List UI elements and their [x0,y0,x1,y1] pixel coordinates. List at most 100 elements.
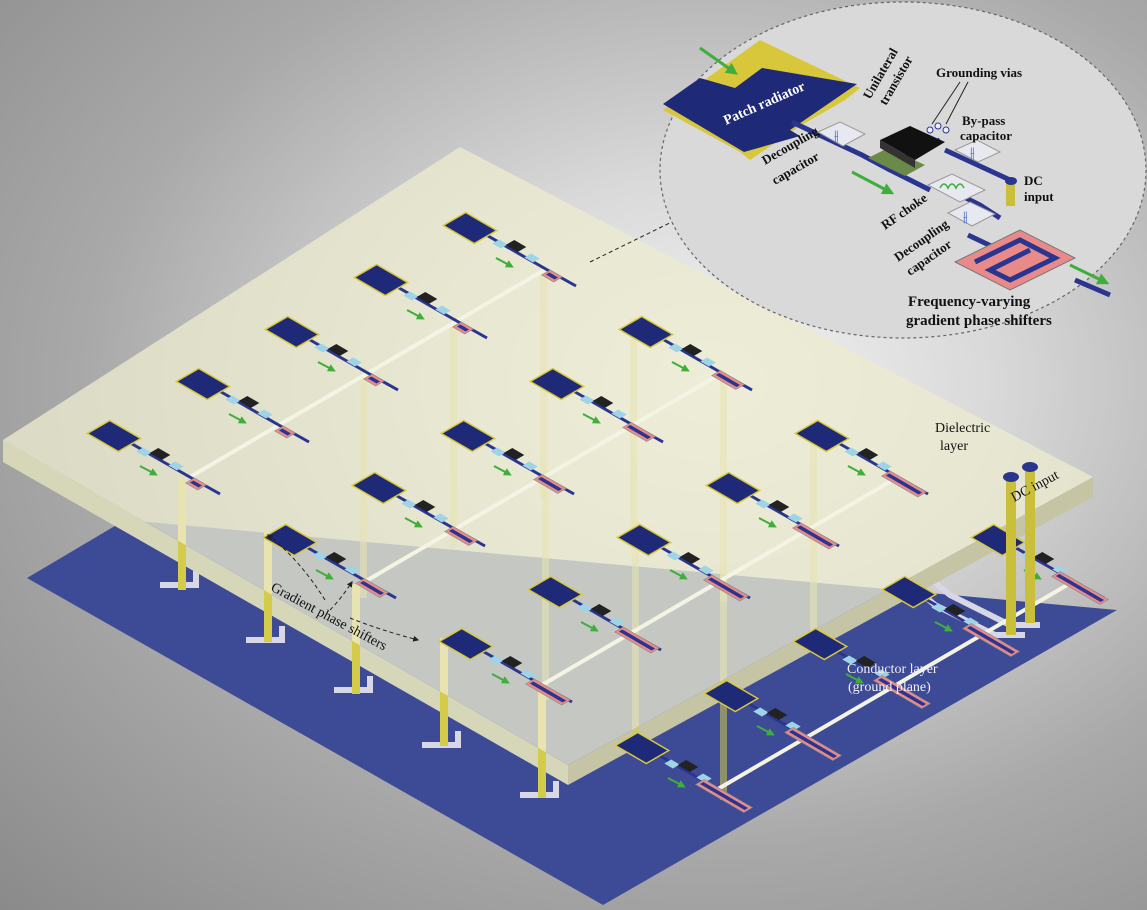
patch-radiator [791,627,849,661]
patch-radiator [437,627,495,661]
bypass-capacitor [344,565,360,575]
patch-radiator [439,419,497,453]
decoupling-capacitor [753,707,769,717]
bypass-capacitor [522,461,538,471]
bypass-capacitor [611,409,627,419]
array-cell-r3-c2 [704,471,840,550]
inset-phase-shifter-trace [973,237,1061,283]
inset-dc-via-top [1005,177,1017,185]
array-cell-r1-c3 [702,679,842,761]
phase-shifter-trace [368,376,380,384]
phase-shifter-trace [279,428,291,436]
transistor [768,500,790,512]
transistor [327,344,349,356]
array-cell-r3-c0 [352,263,488,340]
bypass-capacitor [435,305,451,315]
array-cell-r0-c1 [261,523,397,600]
array-cell-r3-c1 [528,367,664,444]
patch-radiator [528,367,586,401]
signal-arrow [845,673,864,684]
inset-grounding-vias-label: Grounding vias [936,65,1022,80]
decoupling-capacitor [668,343,684,353]
inset-dc-input-label-2: input [1024,189,1054,204]
ground-via-pads [160,571,559,798]
transistor [857,448,879,460]
phase-shifter-trace [707,577,745,599]
patch-radiator [526,575,584,609]
transistor [238,396,260,408]
decoupling-capacitor [931,603,947,613]
transistor [677,760,699,772]
dielectric-label-line2: layer [940,439,968,454]
antenna-array [85,211,1109,813]
transistor [679,552,701,564]
signal-arrow [495,257,514,268]
signal-arrow [493,465,512,476]
inset-capacitor-glyph-3: ⫲ [963,210,968,225]
signal-arrow [491,673,510,684]
inset-dc-via [1006,182,1015,206]
decoupling-capacitor [664,759,680,769]
array-cell-r1-c0 [174,367,310,444]
bypass-capacitor [696,773,712,783]
decoupling-capacitor [844,447,860,457]
patch-radiator [793,419,851,453]
bypass-capacitor [785,721,801,731]
phase-shifter-trace [538,477,562,491]
patch-radiator [704,471,762,505]
inset-detail: Patch radiator ⫲ ⫲ ⫲ [659,1,1147,339]
phase-shifter-trace [627,425,651,439]
patch-radiator [85,419,143,453]
transistor [416,292,438,304]
inset-dc-input-label-1: DC [1024,173,1043,188]
patch-radiator [617,315,675,349]
patch-radiator [174,367,232,401]
transistor [592,396,614,408]
phase-shifter-trace [1055,574,1105,602]
array-cell-r4-c1 [617,315,753,392]
transistor [1033,552,1055,564]
array-cell-r0-c0 [85,419,221,496]
array-cell-r4-c3 [969,523,1109,605]
inset-phase-label-1: Frequency-varying [908,294,1031,310]
bypass-capacitor [257,409,273,419]
decoupling-capacitor [577,603,593,613]
inset-unilateral-transistor [880,126,945,160]
decoupling-capacitor [314,343,330,353]
phase-shifter-trace [457,324,469,332]
transistor [325,552,347,564]
inset-bypass-label-2: capacitor [960,128,1012,143]
bypass-capacitor [698,565,714,575]
dielectric-label-line1: Dielectric [935,421,990,436]
array-cell-r3-c3 [880,575,1020,657]
inset-phase-label-2: gradient phase shifters [906,313,1052,329]
inset-patch-radiator [663,68,857,152]
signal-arrow [228,413,247,424]
bypass-capacitor [524,253,540,263]
dc-input-pins [1003,462,1038,635]
decoupling-capacitor [490,447,506,457]
decoupling-capacitor [401,499,417,509]
patch-radiator [352,263,410,297]
signal-arrow [139,465,158,476]
dielectric-side-front [3,440,568,785]
bypass-capacitor [700,357,716,367]
decoupling-capacitor [492,239,508,249]
array-cell-r4-c2 [793,419,929,498]
phase-shifter-trace [966,626,1016,654]
decoupling-capacitor [579,395,595,405]
array-cell-r2-c2 [615,523,751,602]
phase-shifter-trace [546,272,558,280]
signal-arrow [580,621,599,632]
signal-arrow [758,517,777,528]
transistor [944,604,966,616]
bypass-capacitor [609,617,625,627]
phase-shifter-trace [449,529,473,543]
transistor [501,656,523,668]
phase-shifter-trace [618,629,656,651]
signal-arrow [669,569,688,580]
phase-shifter-trace [788,730,838,758]
inset-capacitor-glyph-1: ⫲ [834,129,839,144]
